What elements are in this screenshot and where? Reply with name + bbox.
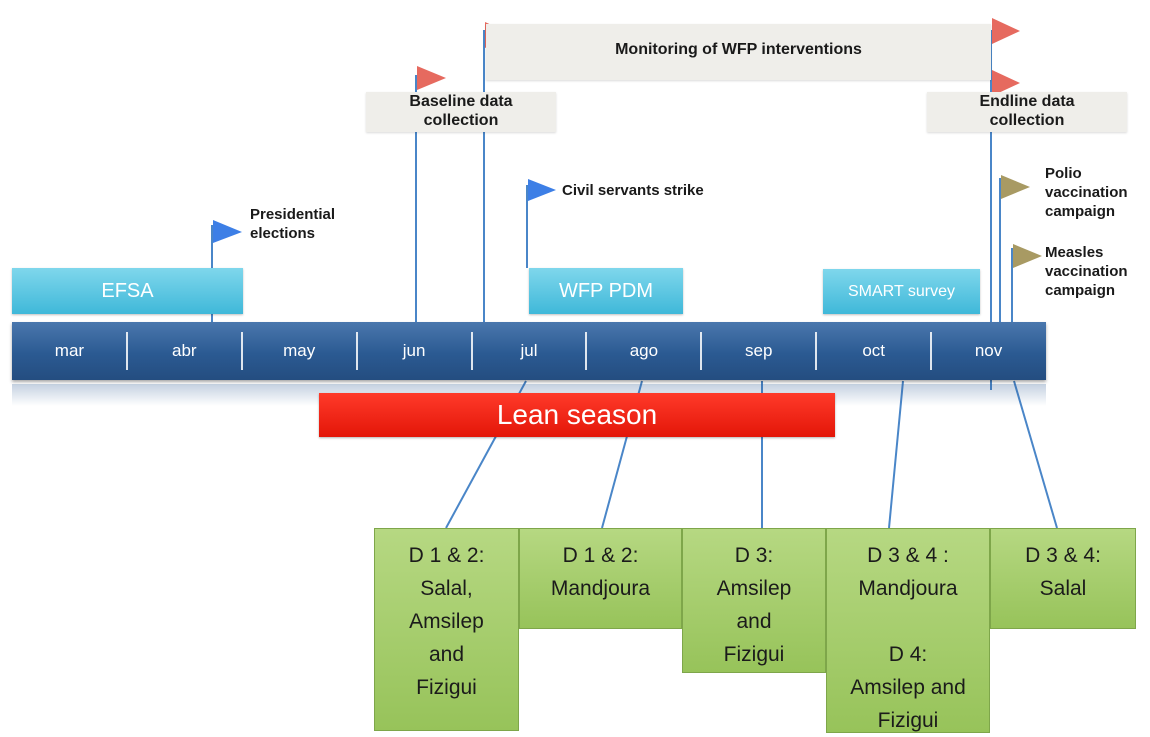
measles-label: Measles vaccination campaign bbox=[1045, 244, 1128, 299]
civil-strike-label: Civil servants strike bbox=[562, 182, 704, 199]
month-oct: oct bbox=[862, 341, 885, 360]
measles-flag bbox=[1013, 244, 1042, 268]
polio-flag bbox=[1001, 175, 1030, 199]
presidential-flag bbox=[213, 220, 242, 243]
month-separator bbox=[815, 332, 818, 370]
district-box-5: D 3 & 4: Salal bbox=[990, 528, 1136, 629]
district-box-3: D 3: Amsilep and Fizigui bbox=[682, 528, 826, 673]
smart-survey-bar: SMART survey bbox=[823, 269, 980, 314]
district-box-2: D 1 & 2: Mandjoura bbox=[519, 528, 682, 629]
monitoring-label: Monitoring of WFP interventions bbox=[486, 24, 991, 80]
month-mar: mar bbox=[54, 341, 85, 360]
month-ago: ago bbox=[629, 341, 659, 360]
month-separator bbox=[585, 332, 588, 370]
endline-label: Endline data collection bbox=[927, 92, 1127, 132]
lean-season-bar: Lean season bbox=[319, 393, 835, 437]
month-jun: jun bbox=[402, 341, 426, 360]
month-separator bbox=[700, 332, 703, 370]
month-nov: nov bbox=[974, 341, 1003, 360]
baseline-flag bbox=[417, 66, 446, 90]
connector-box-4 bbox=[888, 380, 904, 529]
month-axis: mar abr may jun jul ago sep oct nov bbox=[12, 322, 1046, 380]
month-separator bbox=[355, 332, 358, 370]
civil-strike-flag bbox=[528, 179, 556, 201]
endline-flag bbox=[992, 70, 1020, 96]
district-box-1: D 1 & 2: Salal, Amsilep and Fizigui bbox=[374, 528, 519, 731]
month-sep: sep bbox=[745, 341, 773, 360]
month-may: may bbox=[283, 341, 316, 360]
wfp-pdm-bar: WFP PDM bbox=[529, 268, 683, 314]
efsa-bar: EFSA bbox=[12, 268, 243, 314]
polio-label: Polio vaccination campaign bbox=[1045, 165, 1128, 220]
month-separator bbox=[240, 332, 243, 370]
monitoring-end-flag bbox=[992, 18, 1020, 44]
district-box-4: D 3 & 4 : Mandjoura D 4: Amsilep and Fiz… bbox=[826, 528, 990, 733]
month-separator bbox=[470, 332, 473, 370]
presidential-label: Presidential elections bbox=[250, 206, 336, 242]
month-jul: jul bbox=[520, 341, 538, 360]
month-abr: abr bbox=[172, 341, 197, 360]
month-separator bbox=[930, 332, 933, 370]
connector-box-5 bbox=[1013, 380, 1058, 529]
month-separator bbox=[125, 332, 128, 370]
baseline-label: Baseline data collection bbox=[366, 92, 556, 132]
